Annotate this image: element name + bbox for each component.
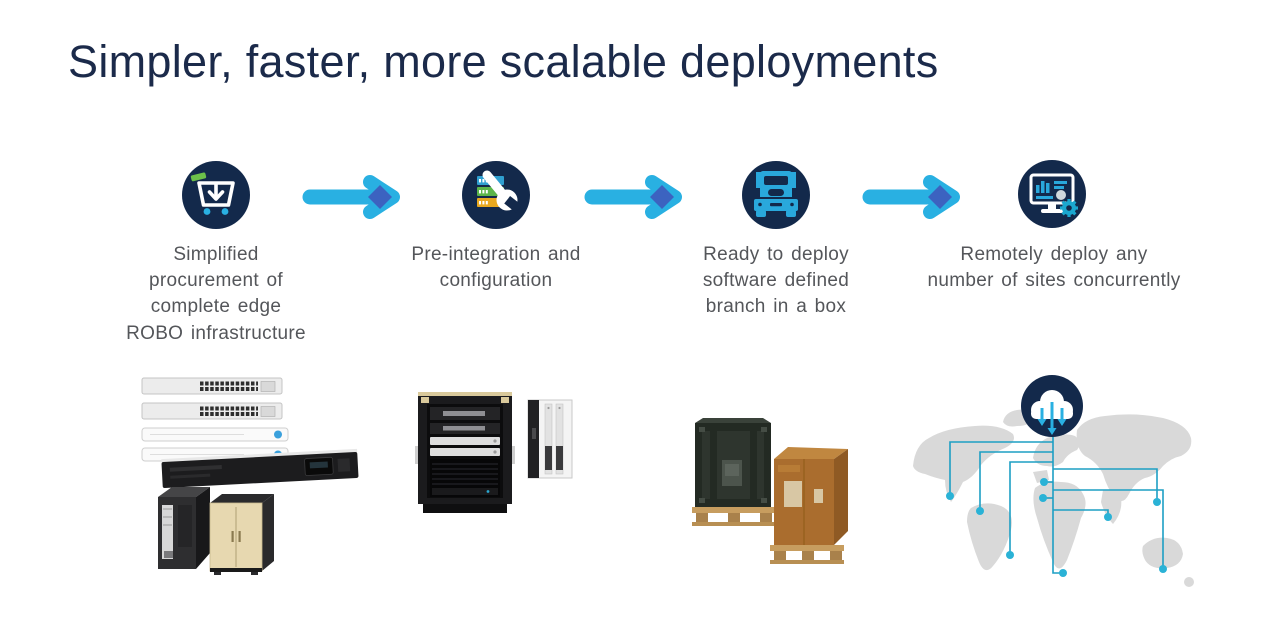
packaged-crates-image xyxy=(690,415,855,570)
monitor-gear-icon-svg xyxy=(1018,160,1086,228)
edge-equipment-stack-image xyxy=(140,375,410,575)
step-label-3: Ready to deploy software defined branch … xyxy=(702,244,850,318)
delivery-truck-icon xyxy=(740,159,812,231)
step-label-2: Pre-integration and configuration xyxy=(411,244,581,292)
flow-arrow-icon xyxy=(300,174,412,220)
integration-rack-image xyxy=(415,388,580,523)
deployment-links xyxy=(949,434,1164,574)
flow-arrow-icon xyxy=(582,174,694,220)
server-wrench-icon-svg xyxy=(462,161,530,229)
cart-download-icon xyxy=(180,159,252,231)
page-title: Simpler, faster, more scalable deploymen… xyxy=(68,36,939,87)
site-dots xyxy=(946,478,1167,577)
server-wrench-icon xyxy=(460,159,532,231)
monitor-gear-icon xyxy=(1016,158,1088,230)
step-label-4: Remotely deploy any number of sites conc… xyxy=(927,244,1181,292)
cart-download-icon-svg xyxy=(182,161,250,229)
flow-arrow-icon xyxy=(860,174,972,220)
global-deployment-map-image xyxy=(905,370,1200,630)
cloud-download-icon xyxy=(1021,375,1083,437)
world-map-continents xyxy=(913,409,1194,587)
delivery-truck-icon-svg xyxy=(742,161,810,229)
step-label-1: Simplified procurement of complete edge … xyxy=(126,244,306,344)
